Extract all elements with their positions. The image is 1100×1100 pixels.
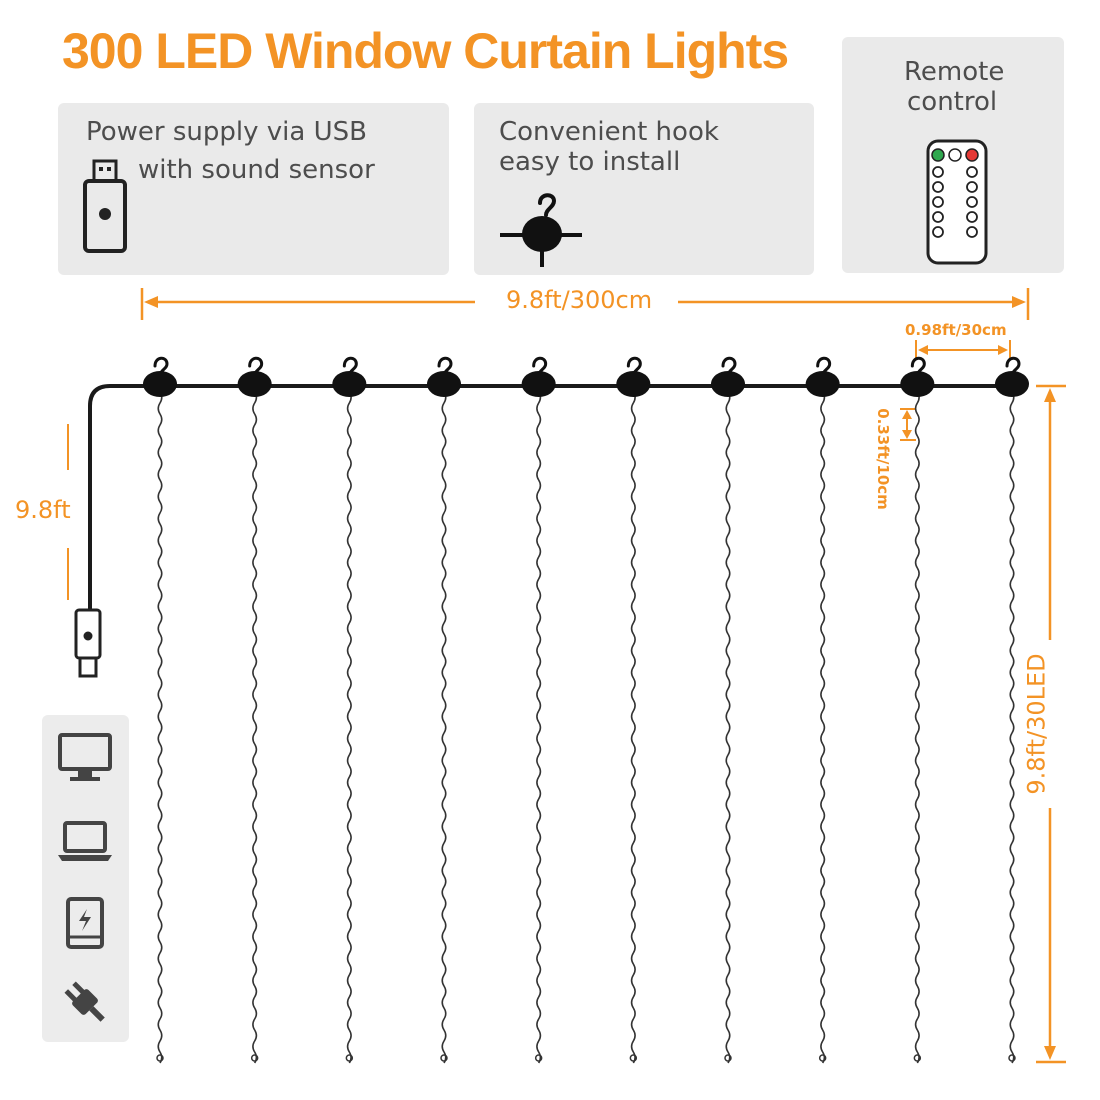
led-strand (995, 356, 1029, 1064)
hook-clip (711, 371, 745, 397)
remote-control-icon (926, 139, 988, 265)
power-card-line2: with sound sensor (138, 155, 375, 185)
led-spacing-arrow (900, 408, 916, 441)
strand-length-arrow (1036, 384, 1066, 1064)
hook-clip (521, 371, 556, 397)
remote-card-line1: Remote (904, 57, 1005, 87)
led-strand (143, 356, 177, 1064)
led-spacing-label: 0.33ft/10cm (873, 408, 892, 510)
laptop-icon (58, 821, 112, 861)
led-strand (427, 356, 461, 1064)
power-source-panel (42, 715, 129, 1042)
remote-control-card: Remote control (842, 37, 1064, 273)
hook-clip (805, 371, 840, 397)
power-supply-card: Power supply via USB with sound sensor (58, 103, 449, 275)
hook-card: Convenient hook easy to install (474, 103, 814, 275)
total-width-label: 9.8ft/300cm (506, 286, 653, 314)
led-strand (711, 356, 745, 1064)
led-strand (805, 356, 840, 1064)
hook-clip (900, 371, 935, 397)
power-bank-icon (66, 897, 104, 949)
hook-icon (500, 193, 582, 267)
spacing-arrow (915, 340, 1011, 358)
power-card-line1: Power supply via USB (86, 117, 367, 147)
hook-clip (237, 371, 272, 397)
total-width-arrow (140, 288, 1030, 320)
page-title: 300 LED Window Curtain Lights (62, 23, 789, 79)
plug-icon (64, 981, 105, 1022)
led-strand (616, 356, 651, 1064)
cable-length-label: 9.8ft (15, 496, 71, 524)
hook-card-line1: Convenient hook (499, 117, 719, 147)
led-strand (900, 356, 935, 1064)
hook-clip (143, 371, 177, 397)
main-wire (88, 384, 1010, 610)
usb-plug-icon (83, 159, 127, 253)
remote-card-line2: control (907, 87, 998, 117)
hook-clip (427, 371, 461, 397)
hook-clip (332, 371, 367, 397)
led-strand (332, 356, 367, 1064)
led-strand (237, 356, 272, 1064)
hook-clip (995, 371, 1029, 397)
led-strand (521, 356, 556, 1064)
usb-cable-plug (74, 608, 102, 678)
monitor-icon (58, 733, 112, 781)
spacing-label: 0.98ft/30cm (905, 321, 1007, 339)
hook-card-line2: easy to install (499, 147, 681, 177)
strand-length-label: 9.8ft/30LED (1022, 653, 1051, 795)
hook-clip (616, 371, 651, 397)
